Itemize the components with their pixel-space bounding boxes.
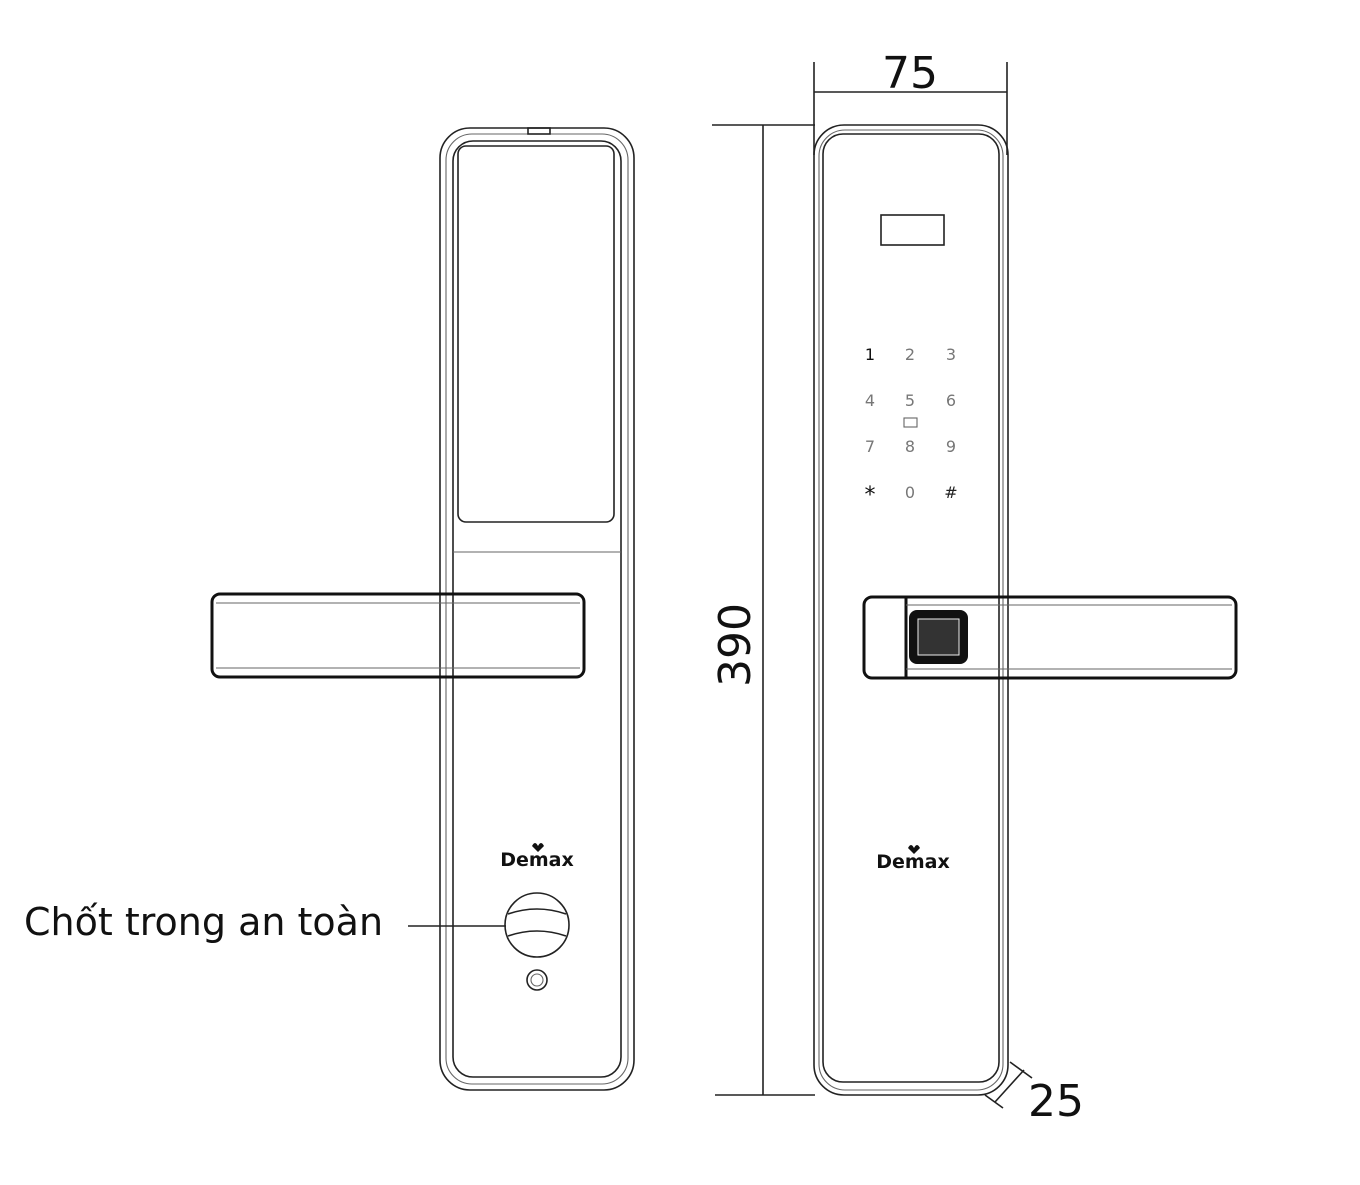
svg-text:390: 390 bbox=[710, 603, 761, 687]
keypad: 1 2 3 4 5 6 7 8 9 * 0 # bbox=[865, 345, 958, 508]
depth-dimension: 25 bbox=[984, 1061, 1084, 1127]
svg-text:6: 6 bbox=[946, 391, 956, 410]
svg-text:3: 3 bbox=[946, 345, 956, 364]
display-window bbox=[880, 214, 945, 246]
svg-text:25: 25 bbox=[1028, 1076, 1084, 1127]
svg-text:75: 75 bbox=[882, 48, 938, 99]
width-dimension: 75 bbox=[813, 48, 1008, 155]
svg-text:0: 0 bbox=[905, 483, 915, 502]
outside-panel: 1 2 3 4 5 6 7 8 9 * 0 # Demax bbox=[813, 124, 1238, 1096]
height-dimension: 390 bbox=[710, 124, 815, 1096]
svg-text:1: 1 bbox=[865, 345, 875, 364]
svg-text:5: 5 bbox=[905, 391, 915, 410]
brand-logo: Demax bbox=[500, 843, 574, 871]
inside-handle bbox=[210, 592, 586, 679]
svg-text:4: 4 bbox=[865, 391, 875, 410]
safety-latch-label: Chốt trong an toàn bbox=[24, 900, 383, 944]
outside-handle bbox=[862, 595, 1238, 680]
svg-text:9: 9 bbox=[946, 437, 956, 456]
svg-text:*: * bbox=[865, 483, 876, 508]
svg-text:Demax: Demax bbox=[500, 849, 574, 871]
key-hole-icon bbox=[526, 969, 548, 991]
card-icon bbox=[903, 417, 918, 428]
safety-latch-knob bbox=[504, 892, 570, 958]
brand-logo-front: Demax bbox=[876, 845, 950, 873]
svg-text:2: 2 bbox=[905, 345, 915, 364]
svg-text:#: # bbox=[944, 483, 957, 502]
svg-text:7: 7 bbox=[865, 437, 875, 456]
svg-text:8: 8 bbox=[905, 437, 915, 456]
inside-panel: Demax Chốt trong an toàn bbox=[24, 127, 635, 1091]
svg-text:Demax: Demax bbox=[876, 851, 950, 873]
